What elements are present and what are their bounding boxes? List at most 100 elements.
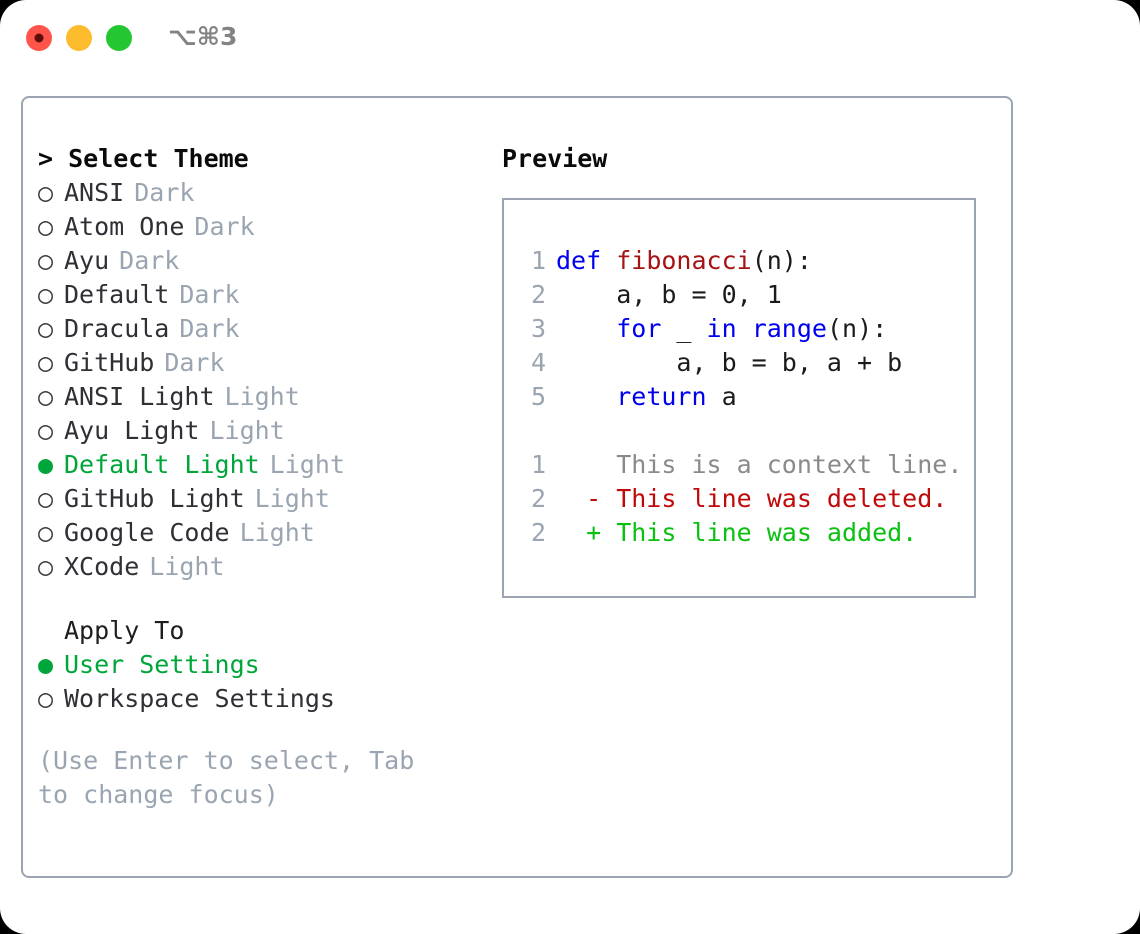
apply-to-heading: Apply To <box>64 616 185 645</box>
code-line: 4 a, b = b, a + b <box>516 346 962 380</box>
code-line: 5 return a <box>516 380 962 414</box>
option-label: GitHub Light <box>64 484 245 513</box>
radio-selected-icon: ● <box>38 450 54 479</box>
minimize-button[interactable] <box>66 25 92 51</box>
diff-marker: + <box>556 518 602 547</box>
code-token <box>556 314 616 343</box>
option-label: Default Light <box>64 450 260 479</box>
option-label: Workspace Settings <box>64 684 335 713</box>
option-row[interactable]: ○ Ayu Light Light <box>38 414 478 448</box>
option-tag: Dark <box>179 280 240 309</box>
line-number: 5 <box>530 382 546 411</box>
option-row[interactable]: ● Default Light Light <box>38 448 478 482</box>
code-token: in <box>706 314 737 343</box>
option-tag: Dark <box>134 178 195 207</box>
option-label: XCode <box>64 552 140 581</box>
code-line-content: a, b = b, a + b <box>556 346 902 380</box>
code-line: 1 def fibonacci(n): <box>516 244 962 278</box>
code-token: (n): <box>826 314 888 343</box>
option-row[interactable]: ○ GitHub Dark <box>38 346 478 380</box>
option-tag: Light <box>254 484 330 513</box>
option-tag: Dark <box>164 348 225 377</box>
line-number: 2 <box>530 280 546 309</box>
apply-to-option-list[interactable]: ● User Settings ○ Workspace Settings <box>38 648 478 716</box>
option-tag: Dark <box>119 246 180 275</box>
radio-unselected-icon: ○ <box>38 280 54 309</box>
code-token: fibonacci <box>616 246 752 275</box>
code-token: range <box>751 314 827 343</box>
option-row[interactable]: ○ GitHub Light Light <box>38 482 478 516</box>
radio-unselected-icon: ○ <box>38 178 54 207</box>
option-label: Google Code <box>64 518 230 547</box>
radio-unselected-icon: ○ <box>38 348 54 377</box>
code-line: 2 a, b = 0, 1 <box>516 278 962 312</box>
radio-unselected-icon: ○ <box>38 552 54 581</box>
radio-unselected-icon: ○ <box>38 684 54 713</box>
code-token: a, b = <box>556 280 722 309</box>
line-number: 3 <box>530 314 546 343</box>
option-label: Default <box>64 280 170 309</box>
code-line: 3 for _ in range(n): <box>516 312 962 346</box>
diff-text: This line was added. <box>601 518 918 547</box>
option-row[interactable]: ○ Default Dark <box>38 278 478 312</box>
radio-selected-icon: ● <box>38 650 54 679</box>
close-button[interactable] <box>26 25 52 51</box>
option-tag: Dark <box>179 314 240 343</box>
select-theme-heading: > Select Theme <box>38 144 249 173</box>
code-token: a, b = b, a + b <box>556 348 903 377</box>
code-token: def <box>556 246 617 275</box>
code-token: return <box>616 382 707 411</box>
code-diff-separator <box>516 414 962 448</box>
option-tag: Light <box>209 416 285 445</box>
option-label: Atom One <box>64 212 185 241</box>
option-tag: Light <box>269 450 345 479</box>
option-label: GitHub <box>64 348 155 377</box>
radio-unselected-icon: ○ <box>38 484 54 513</box>
option-label: Ayu <box>64 246 110 275</box>
title-bar: ⌥⌘3 <box>0 0 1140 78</box>
diff-marker: - <box>556 484 602 513</box>
line-number: 2 <box>530 484 546 513</box>
maximize-button[interactable] <box>106 25 132 51</box>
radio-unselected-icon: ○ <box>38 416 54 445</box>
radio-unselected-icon: ○ <box>38 212 54 241</box>
code-line-content: for _ in range(n): <box>556 312 887 346</box>
option-label: User Settings <box>64 650 260 679</box>
option-tag: Light <box>224 382 300 411</box>
code-token: for <box>616 314 662 343</box>
keyboard-hint-text: (Use Enter to select, Tab to change focu… <box>38 746 415 809</box>
radio-unselected-icon: ○ <box>38 314 54 343</box>
radio-unselected-icon: ○ <box>38 518 54 547</box>
code-token <box>556 382 616 411</box>
code-line-content: def fibonacci(n): <box>556 244 812 278</box>
radio-unselected-icon: ○ <box>38 382 54 411</box>
line-number: 1 <box>530 450 546 479</box>
line-number: 1 <box>530 246 546 275</box>
code-token: _ <box>661 314 707 343</box>
line-number: 4 <box>530 348 546 377</box>
option-row[interactable]: ○ Workspace Settings <box>38 682 478 716</box>
code-line-content: return a <box>556 380 737 414</box>
code-line-content: a, b = 0, 1 <box>556 278 782 312</box>
preview-heading: Preview <box>502 144 608 173</box>
option-row[interactable]: ● User Settings <box>38 648 478 682</box>
diff-text: This is a context line. <box>601 450 963 479</box>
code-token <box>737 314 752 343</box>
option-row[interactable]: ○ Ayu Dark <box>38 244 478 278</box>
diff-text: This line was deleted. <box>601 484 948 513</box>
option-label: Ayu Light <box>64 416 200 445</box>
radio-unselected-icon: ○ <box>38 246 54 275</box>
code-token: a <box>706 382 737 411</box>
